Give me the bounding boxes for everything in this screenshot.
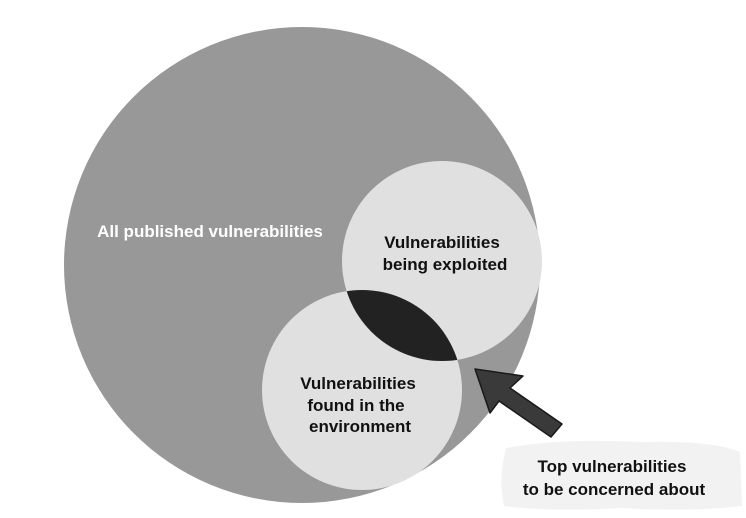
callout-label-line-2: to be concerned about: [523, 480, 706, 499]
environment-label-line-2: found in the: [307, 396, 404, 415]
intersection-lens: [342, 290, 462, 361]
callout-label-line-1: Top vulnerabilities: [538, 457, 687, 476]
arrow-icon: [474, 368, 563, 438]
environment-label-line-3: environment: [309, 417, 411, 436]
all-published-label: All published vulnerabilities: [97, 222, 323, 241]
exploited-label-line-1: Vulnerabilities: [384, 233, 500, 252]
exploited-label-line-2: being exploited: [383, 255, 508, 274]
callout-background: [501, 440, 742, 510]
environment-label-line-1: Vulnerabilities: [300, 374, 416, 393]
